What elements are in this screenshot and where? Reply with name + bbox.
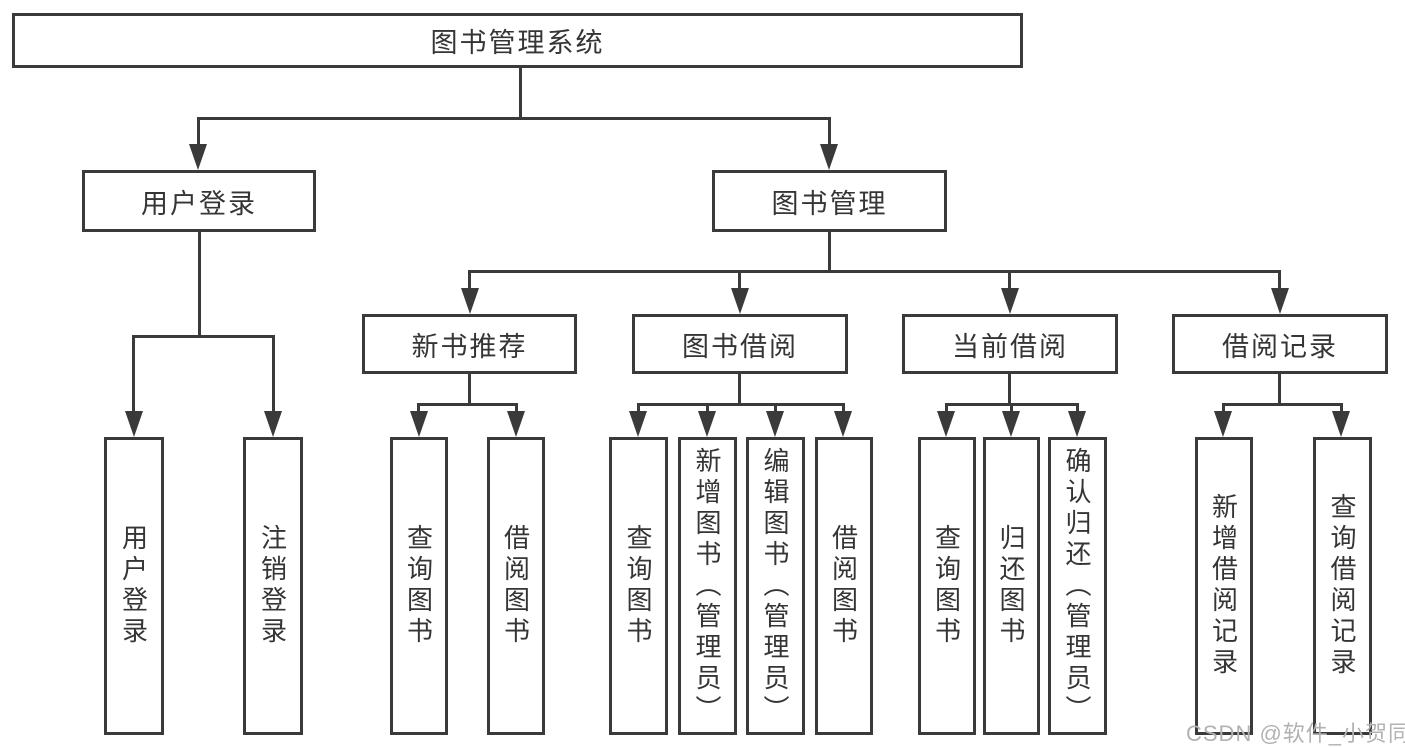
leaf-label: 借阅图书 xyxy=(500,524,531,648)
connector-line xyxy=(828,232,831,273)
connector-line xyxy=(1278,374,1281,406)
connector-line xyxy=(468,374,471,406)
connector-line xyxy=(1340,403,1343,417)
connector-line xyxy=(637,403,845,406)
node-borrowing-records: 借阅记录 xyxy=(1172,314,1388,374)
connector-line xyxy=(519,68,522,119)
leaf-add-book-admin: 新增图书（管理员） xyxy=(678,437,737,735)
node-label: 用户登录 xyxy=(141,188,257,219)
connector-line xyxy=(1008,270,1011,294)
connector-line xyxy=(1008,374,1011,406)
arrow-down-icon xyxy=(410,411,428,437)
node-user-login: 用户登录 xyxy=(82,170,316,232)
leaf-confirm-return-admin: 确认归还（管理员） xyxy=(1048,437,1107,735)
leaf-edit-book-admin: 编辑图书（管理员） xyxy=(746,437,805,735)
connector-line xyxy=(468,270,471,294)
arrow-down-icon xyxy=(1068,411,1086,437)
connector-line xyxy=(272,335,275,414)
arrow-down-icon xyxy=(834,411,852,437)
node-label: 当前借阅 xyxy=(952,331,1068,362)
arrow-down-icon xyxy=(731,288,749,314)
leaf-label: 用户登录 xyxy=(118,524,149,648)
node-current-borrowing: 当前借阅 xyxy=(902,314,1118,374)
connector-line xyxy=(738,270,741,294)
arrow-down-icon xyxy=(766,411,784,437)
leaf-label: 查询图书 xyxy=(931,524,962,648)
connector-line xyxy=(515,403,518,417)
connector-line xyxy=(468,270,1281,273)
connector-line xyxy=(738,374,741,406)
leaf-add-borrow-record: 新增借阅记录 xyxy=(1195,437,1253,735)
node-library-system: 图书管理系统 xyxy=(12,13,1023,68)
arrow-down-icon xyxy=(1332,411,1350,437)
connector-line xyxy=(1222,403,1343,406)
arrow-down-icon xyxy=(1271,288,1289,314)
leaf-query-borrow-record: 查询借阅记录 xyxy=(1313,437,1372,735)
connector-line xyxy=(417,403,420,417)
csdn-watermark: CSDN @软件_小贺同学 xyxy=(1186,721,1405,746)
arrow-down-icon xyxy=(937,411,955,437)
leaf-label: 归还图书 xyxy=(996,524,1026,648)
connector-line xyxy=(132,335,135,414)
connector-line xyxy=(637,403,640,417)
node-label: 图书管理 xyxy=(771,188,888,219)
leaf-label: 查询借阅记录 xyxy=(1327,493,1357,679)
arrow-down-icon xyxy=(1001,288,1019,314)
leaf-borrow-books-borrowing: 借阅图书 xyxy=(815,437,873,735)
leaf-label: 确认归还（管理员） xyxy=(1062,446,1092,726)
leaf-label: 查询图书 xyxy=(623,524,653,648)
arrow-down-icon xyxy=(125,411,143,437)
connector-line xyxy=(1076,403,1079,417)
arrow-down-icon xyxy=(820,144,838,170)
arrow-down-icon xyxy=(1214,411,1232,437)
node-new-book-recommend: 新书推荐 xyxy=(362,314,577,374)
arrow-down-icon xyxy=(629,411,647,437)
leaf-return-book: 归还图书 xyxy=(983,437,1040,735)
connector-line xyxy=(945,403,948,417)
connector-line xyxy=(1010,403,1013,417)
node-label: 图书借阅 xyxy=(682,331,798,362)
connector-line xyxy=(132,335,275,338)
connector-line xyxy=(706,403,709,417)
leaf-query-books-current: 查询图书 xyxy=(918,437,976,735)
node-book-management: 图书管理 xyxy=(712,170,947,232)
leaf-label: 新增借阅记录 xyxy=(1208,493,1239,679)
leaf-label: 编辑图书（管理员） xyxy=(760,446,790,726)
arrow-down-icon xyxy=(264,411,282,437)
connector-line xyxy=(197,117,831,120)
leaf-label: 新增图书（管理员） xyxy=(692,446,722,726)
connector-line xyxy=(417,403,518,406)
leaf-query-books-recommend: 查询图书 xyxy=(390,437,448,735)
node-book-borrowing: 图书借阅 xyxy=(632,314,848,374)
arrow-down-icon xyxy=(698,411,716,437)
leaf-borrow-books-recommend: 借阅图书 xyxy=(487,437,545,735)
leaf-label: 查询图书 xyxy=(403,524,434,648)
node-label: 借阅记录 xyxy=(1222,331,1338,362)
arrow-down-icon xyxy=(1002,411,1020,437)
connector-line xyxy=(1278,270,1281,294)
arrow-down-icon xyxy=(461,288,479,314)
node-label: 图书管理系统 xyxy=(430,28,605,58)
connector-line xyxy=(198,232,201,338)
connector-line xyxy=(197,117,200,149)
leaf-label: 注销登录 xyxy=(257,524,288,648)
connector-line xyxy=(842,403,845,417)
connector-line xyxy=(828,117,831,149)
node-label: 新书推荐 xyxy=(411,331,528,362)
arrow-down-icon xyxy=(189,144,207,170)
connector-line xyxy=(1222,403,1225,417)
leaf-query-books-borrowing: 查询图书 xyxy=(609,437,668,735)
leaf-label: 借阅图书 xyxy=(828,524,859,648)
arrow-down-icon xyxy=(507,411,525,437)
leaf-user-login: 用户登录 xyxy=(104,437,164,735)
connector-line xyxy=(774,403,777,417)
leaf-logout: 注销登录 xyxy=(243,437,303,735)
